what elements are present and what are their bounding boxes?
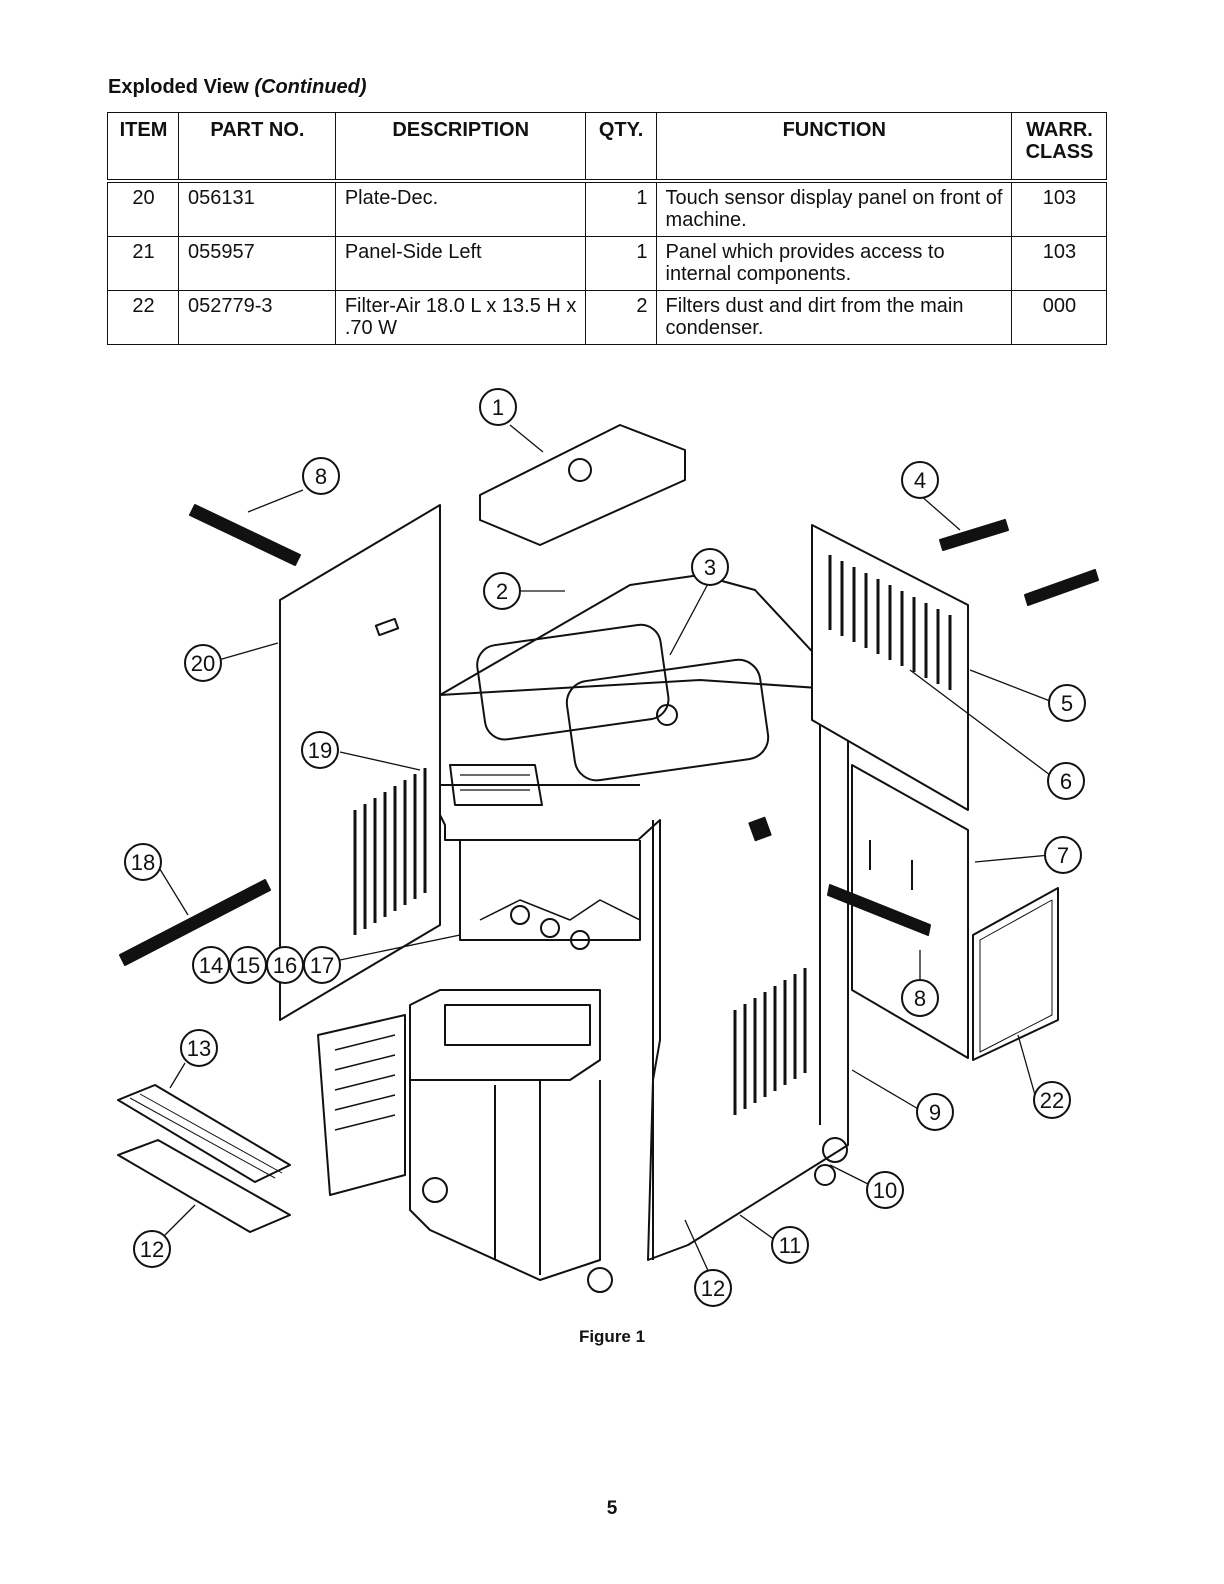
callout-18: 17 bbox=[303, 946, 341, 984]
cell-function: Panel which provides access to internal … bbox=[655, 236, 1012, 291]
cell-description: Filter-Air 18.0 L x 13.5 H x .70 W bbox=[334, 290, 586, 345]
header-qty: QTY. bbox=[584, 112, 657, 183]
figure-caption: Figure 1 bbox=[578, 1327, 646, 1346]
svg-text:3: 3 bbox=[704, 555, 716, 580]
cell-part-no: 055957 bbox=[177, 236, 336, 291]
svg-text:14: 14 bbox=[199, 953, 223, 978]
svg-text:1: 1 bbox=[492, 395, 504, 420]
cell-warr-class: 000 bbox=[1010, 290, 1108, 345]
brackets bbox=[119, 504, 1099, 966]
callout-16: 15 bbox=[229, 946, 267, 984]
svg-text:15: 15 bbox=[236, 953, 260, 978]
svg-text:9: 9 bbox=[929, 1100, 941, 1125]
svg-text:19: 19 bbox=[308, 738, 332, 763]
cell-qty: 1 bbox=[584, 236, 657, 291]
header-warr-line1: WARR. bbox=[1026, 119, 1093, 141]
callout-19: 18 bbox=[124, 843, 162, 881]
svg-text:7: 7 bbox=[1057, 843, 1069, 868]
cell-qty: 1 bbox=[584, 180, 657, 237]
callout-11: 11 bbox=[771, 1226, 809, 1264]
callout-labels: 1 8 4 2 3 20 5 19 6 7 18 14 15 16 17 8 1… bbox=[124, 388, 1086, 1307]
svg-text:6: 6 bbox=[1060, 769, 1072, 794]
svg-text:18: 18 bbox=[131, 850, 155, 875]
callout-20: 19 bbox=[301, 731, 339, 769]
exploded-view-diagram: 1 8 4 2 3 20 5 19 6 7 18 14 15 16 17 8 1… bbox=[117, 388, 1099, 1307]
svg-text:17: 17 bbox=[310, 953, 334, 978]
cell-function: Filters dust and dirt from the main cond… bbox=[655, 290, 1012, 345]
cell-item: 20 bbox=[107, 180, 179, 237]
svg-text:8: 8 bbox=[315, 464, 327, 489]
callout-2: 2 bbox=[483, 572, 521, 610]
cell-item: 21 bbox=[107, 236, 179, 291]
callout-3: 3 bbox=[691, 548, 729, 586]
cell-qty: 2 bbox=[584, 290, 657, 345]
table-header-row: ITEM PART NO. DESCRIPTION QTY. FUNCTION … bbox=[107, 112, 1108, 183]
svg-text:16: 16 bbox=[273, 953, 297, 978]
top-cover bbox=[479, 424, 686, 546]
section-title: Exploded View bbox=[108, 76, 249, 98]
cell-description: Panel-Side Left bbox=[334, 236, 586, 291]
callout-7: 7 bbox=[1044, 836, 1082, 874]
svg-text:12: 12 bbox=[140, 1237, 164, 1262]
callout-15: 14 bbox=[192, 946, 230, 984]
parts-table: ITEM PART NO. DESCRIPTION QTY. FUNCTION … bbox=[107, 112, 1108, 345]
callout-17: 16 bbox=[266, 946, 304, 984]
callout-14: 13 bbox=[180, 1029, 218, 1067]
table-row: 20 056131 Plate-Dec. 1 Touch sensor disp… bbox=[107, 180, 1108, 237]
cell-part-no: 052779-3 bbox=[177, 290, 336, 345]
svg-text:13: 13 bbox=[187, 1036, 211, 1061]
cell-warr-class: 103 bbox=[1010, 236, 1108, 291]
machine-cabinet bbox=[409, 574, 849, 1293]
table-row: 21 055957 Panel-Side Left 1 Panel which … bbox=[107, 236, 1108, 291]
lower-rear-panel bbox=[851, 764, 969, 1059]
left-door bbox=[317, 1014, 406, 1196]
cell-part-no: 056131 bbox=[177, 180, 336, 237]
svg-text:12: 12 bbox=[701, 1276, 725, 1301]
section-continued: (Continued) bbox=[254, 76, 367, 98]
callout-21: 20 bbox=[184, 644, 222, 682]
callout-10: 10 bbox=[866, 1171, 904, 1209]
table-row: 22 052779-3 Filter-Air 18.0 L x 13.5 H x… bbox=[107, 290, 1108, 345]
callout-1: 1 bbox=[479, 388, 517, 426]
cell-warr-class: 103 bbox=[1010, 180, 1108, 237]
callout-9: 9 bbox=[916, 1093, 954, 1131]
svg-text:20: 20 bbox=[191, 651, 215, 676]
cell-description: Plate-Dec. bbox=[334, 180, 586, 237]
header-function: FUNCTION bbox=[655, 112, 1012, 183]
cell-function: Touch sensor display panel on front of m… bbox=[655, 180, 1012, 237]
svg-text:5: 5 bbox=[1061, 691, 1073, 716]
svg-text:2: 2 bbox=[496, 579, 508, 604]
callout-13: 12 bbox=[133, 1230, 171, 1268]
svg-text:8: 8 bbox=[914, 986, 926, 1011]
rear-panel bbox=[811, 524, 969, 811]
svg-text:4: 4 bbox=[914, 468, 926, 493]
header-description: DESCRIPTION bbox=[334, 112, 586, 183]
svg-text:10: 10 bbox=[873, 1178, 897, 1203]
svg-text:22: 22 bbox=[1040, 1088, 1064, 1113]
trays bbox=[117, 1084, 291, 1233]
callout-12: 12 bbox=[694, 1269, 732, 1307]
callout-22: 22 bbox=[1033, 1081, 1071, 1119]
page-number: 5 bbox=[606, 1498, 618, 1519]
air-filter bbox=[972, 887, 1059, 1061]
svg-text:11: 11 bbox=[779, 1233, 802, 1258]
callout-5: 5 bbox=[1048, 684, 1086, 722]
callout-8-bottom: 8 bbox=[901, 979, 939, 1017]
header-part-no: PART NO. bbox=[177, 112, 336, 183]
callout-6: 6 bbox=[1047, 762, 1085, 800]
callout-8-top: 8 bbox=[302, 457, 340, 495]
header-warr-line2: CLASS bbox=[1025, 141, 1094, 163]
section-heading: Exploded View (Continued) bbox=[108, 76, 367, 99]
header-item: ITEM bbox=[107, 112, 179, 183]
side-panel-left bbox=[279, 504, 441, 1021]
cell-item: 22 bbox=[107, 290, 179, 345]
callout-4: 4 bbox=[901, 461, 939, 499]
header-warr-class: WARR. CLASS bbox=[1010, 112, 1108, 183]
